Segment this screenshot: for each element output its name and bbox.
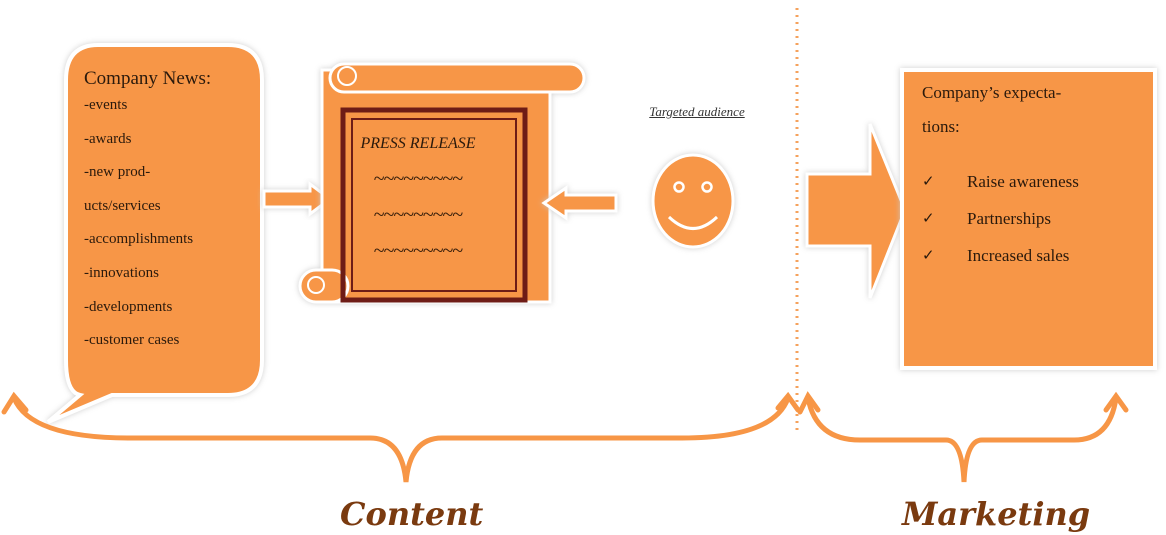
expectations-title-line: tions: [922, 117, 960, 136]
expectations-text: Company’s expecta- tions: ✓ Raise awaren… [922, 76, 1142, 283]
expectations-title-line: Company’s expecta- [922, 83, 1062, 102]
marketing-brace [797, 391, 1129, 483]
news-item: -customer cases [84, 332, 180, 349]
arrow-right-into-press-icon [262, 181, 333, 217]
expectation-item: ✓ Increased sales [922, 246, 1142, 283]
news-item: -developments [84, 298, 173, 315]
company-news-bubble [46, 43, 264, 424]
expectation-label: Increased sales [967, 246, 1070, 265]
news-item: -accomplishments [84, 231, 194, 248]
news-item: -awards [84, 130, 132, 147]
news-item: -innovations [84, 264, 159, 281]
expectation-label: Raise awareness [967, 172, 1079, 191]
content-brace [1, 391, 801, 483]
checkmark-icon: ✓ [922, 172, 935, 190]
arrow-left-into-press-icon [541, 185, 618, 221]
targeted-audience-label: Targeted audience [649, 104, 745, 119]
checkmark-icon: ✓ [922, 246, 935, 264]
arrow-right-to-expectations-icon [805, 123, 907, 299]
expectations-box [900, 68, 1157, 370]
press-release-scroll [298, 62, 586, 304]
company-news-title: Company News: [84, 68, 212, 89]
press-release-title: PRESS RELEASE [360, 135, 476, 152]
smiley-face-icon [651, 153, 735, 249]
content-section-label: Content [340, 495, 484, 533]
news-item: ucts/services [84, 197, 161, 214]
marketing-section-label: Marketing [902, 495, 1091, 533]
company-news-text: Company News: -events -awards -new prod-… [84, 68, 254, 367]
press-release-line: ~~~~~~~~~ [373, 204, 463, 226]
press-release-line: ~~~~~~~~~ [373, 240, 463, 262]
press-release-line: ~~~~~~~~~ [373, 168, 463, 190]
expectation-item: ✓ Partnerships [922, 209, 1142, 246]
checkmark-icon: ✓ [922, 209, 935, 227]
expectation-item: ✓ Raise awareness [922, 172, 1142, 209]
news-item: -new prod- [84, 164, 151, 181]
news-item: -events [84, 97, 128, 113]
expectations-title: Company’s expecta- tions: [922, 76, 1142, 144]
expectation-label: Partnerships [967, 209, 1052, 228]
